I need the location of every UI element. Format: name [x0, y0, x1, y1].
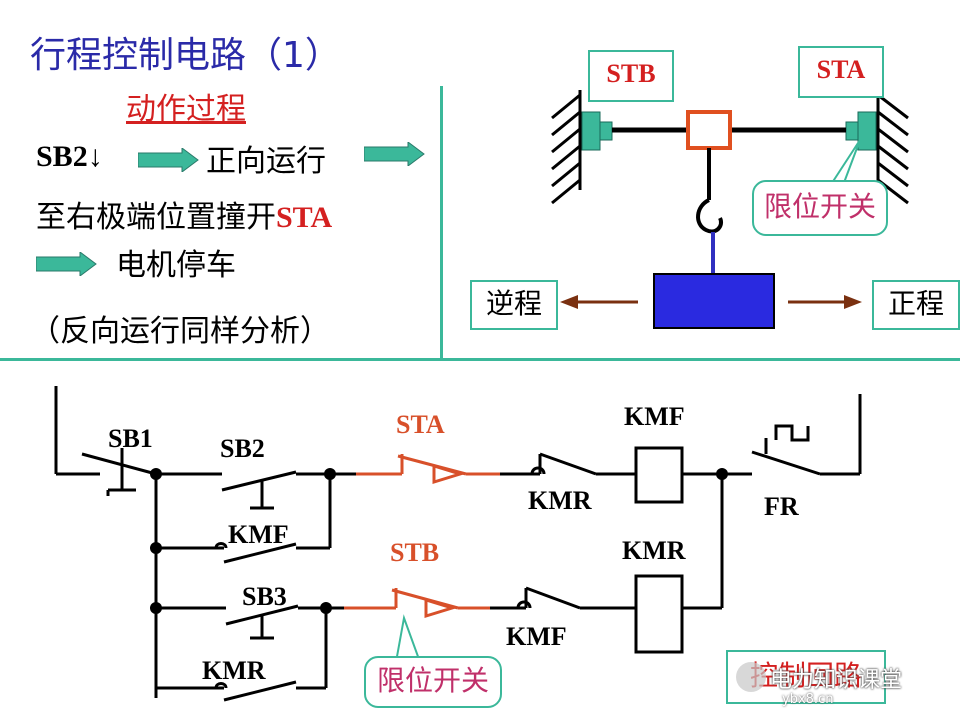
- trolley: [686, 110, 732, 150]
- step-arrow-icon: [364, 142, 425, 166]
- stb-switch-block: [581, 111, 601, 151]
- kmr-coil: [634, 574, 684, 654]
- vertical-divider: [440, 86, 443, 358]
- load-block: [653, 273, 775, 329]
- kmf-hold-label: KMF: [228, 520, 289, 549]
- sta-label: STA: [798, 46, 884, 98]
- forward-travel-label: 正程: [872, 280, 960, 330]
- kmf-interlock-label: KMF: [506, 622, 567, 651]
- fr-contact: [751, 450, 821, 476]
- step-arrow-icon: [36, 252, 97, 276]
- step-reverse-note: （反向运行同样分析）: [30, 314, 330, 349]
- sb1-label: SB1: [108, 424, 153, 453]
- limit-switch-callout-bottom: 限位开关: [364, 656, 502, 708]
- left-wall: [551, 90, 582, 205]
- watermark-brand: 电力知识课堂: [770, 668, 903, 693]
- step-forward-run: 正向运行: [206, 144, 326, 179]
- kmr-hold-label: KMR: [202, 656, 266, 685]
- reverse-travel-label: 逆程: [470, 280, 558, 330]
- sb3-label: SB3: [242, 582, 287, 611]
- kmr-interlock-label: KMR: [528, 486, 592, 515]
- sb2-contact: [221, 470, 297, 492]
- step-sta-highlight: STA: [276, 201, 333, 234]
- kmf-hold-contact: [223, 542, 297, 564]
- mechanism-diagram: [551, 90, 909, 329]
- kmf-interlock-contact: [525, 586, 581, 610]
- step-reach-limit-text: 至右极端位置撞开: [36, 200, 276, 235]
- kmr-hold-contact: [223, 680, 297, 702]
- limit-switch-callout-top: 限位开关: [752, 180, 888, 236]
- sta-switch-block: [857, 111, 877, 151]
- step-arrow-icon: [138, 148, 199, 172]
- horizontal-divider: [0, 358, 960, 361]
- sb1-contact: [81, 452, 157, 476]
- forward-arrow-icon: [844, 295, 862, 309]
- kmf-coil: [634, 446, 684, 504]
- section-subtitle: 动作过程: [126, 92, 246, 127]
- stb-label: STB: [588, 50, 674, 102]
- kmr-interlock-contact: [539, 452, 597, 476]
- fr-label: FR: [764, 492, 799, 521]
- step-reach-limit: 至右极端位置撞开STA: [36, 192, 332, 236]
- hook-icon: [696, 198, 723, 234]
- step-motor-stop: 电机停车: [116, 248, 236, 283]
- kmr-coil-label: KMR: [622, 536, 686, 565]
- stb-circuit-label: STB: [390, 538, 440, 567]
- kmf-coil-label: KMF: [624, 402, 685, 431]
- page-title: 行程控制电路（1）: [30, 35, 341, 76]
- step-sb2-press: SB2↓: [36, 140, 103, 173]
- wechat-logo-icon: [736, 662, 766, 692]
- reverse-arrow-icon: [560, 295, 578, 309]
- control-circuit-diagram: [54, 386, 862, 702]
- control-circuit-label: 控制回路: [726, 650, 886, 704]
- watermark-site: ybx8.cn: [782, 692, 834, 707]
- sb2-label: SB2: [220, 434, 265, 463]
- sta-circuit-label: STA: [396, 410, 445, 439]
